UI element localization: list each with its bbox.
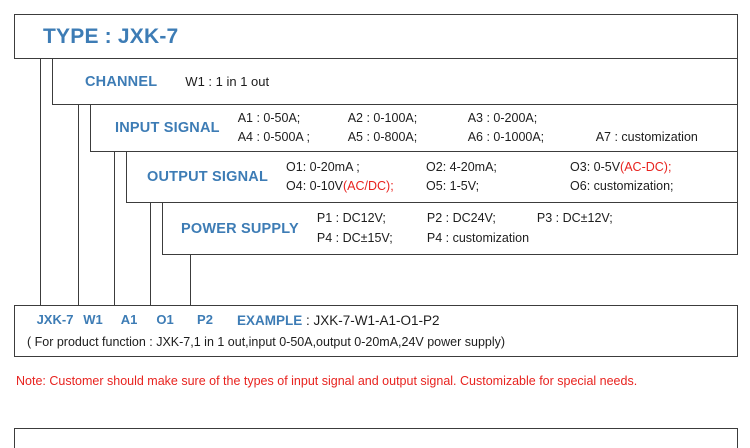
example-value: : JXK-7-W1-A1-O1-P2 (306, 313, 440, 328)
example-label: EXAMPLE (237, 313, 303, 328)
type-box: TYPE : JXK-7 (14, 14, 738, 59)
example-line: EXAMPLE : JXK-7-W1-A1-O1-P2 (237, 313, 440, 328)
output-signal-label: OUTPUT SIGNAL (147, 169, 269, 185)
code-segment-p2: P2 (197, 312, 213, 327)
input-option: A2 : 0-100A; (347, 110, 418, 125)
power-option: P4 : DC±15V; (316, 230, 393, 245)
input-option: A3 : 0-200A; (467, 110, 538, 125)
channel-value: W1 : 1 in 1 out (185, 74, 270, 89)
product-function-note: ( For product function : JXK-7,1 in 1 ou… (27, 335, 506, 349)
code-segment-row: JXK-7 W1 A1 O1 P2 (15, 312, 737, 334)
power-supply-label: POWER SUPPLY (181, 220, 299, 237)
output-option: O4: 0-10V(AC/DC); (286, 179, 394, 193)
input-signal-row-1: A1 : 0-50A; A2 : 0-100A; A3 : 0-200A; (238, 109, 698, 128)
output-option: O2: 4-20mA; (426, 159, 497, 174)
power-supply-row-2: P4 : DC±15V; P4 : customization (317, 229, 613, 248)
output-option: O1: 0-20mA ; (286, 159, 360, 174)
output-signal-row-2: O4: 0-10V(AC/DC); O5: 1-5V; O6: customiz… (286, 177, 674, 196)
power-supply-options: P1 : DC12V; P2 : DC24V; P3 : DC±12V; P4 … (317, 209, 613, 248)
leader-type (40, 58, 41, 306)
power-option: P4 : customization (426, 230, 530, 245)
code-segment-w1: W1 (83, 312, 103, 327)
output-option: O5: 1-5V; (426, 179, 480, 193)
input-signal-label: INPUT SIGNAL (115, 120, 220, 136)
output-signal-options: O1: 0-20mA ; O2: 4-20mA; O3: 0-5V(AC-DC)… (286, 158, 674, 197)
input-signal-row-2: A4 : 0-500A ; A5 : 0-800A; A6 : 0-1000A;… (238, 128, 698, 147)
power-option: P3 : DC±12V; (536, 211, 613, 226)
input-option: A4 : 0-500A ; (237, 130, 310, 144)
input-signal-box: INPUT SIGNAL A1 : 0-50A; A2 : 0-100A; A3… (90, 104, 738, 152)
code-segment-a1: A1 (120, 312, 138, 327)
input-option: A1 : 0-50A; (237, 110, 301, 125)
channel-label: CHANNEL (85, 73, 158, 90)
input-option: A5 : 0-800A; (347, 130, 418, 144)
leader-input-signal (114, 104, 115, 306)
power-supply-box: POWER SUPPLY P1 : DC12V; P2 : DC24V; P3 … (162, 202, 738, 255)
output-signal-box: OUTPUT SIGNAL O1: 0-20mA ; O2: 4-20mA; O… (126, 151, 738, 203)
power-supply-row-1: P1 : DC12V; P2 : DC24V; P3 : DC±12V; (317, 209, 613, 228)
code-segment-o1: O1 (156, 312, 174, 327)
output-option: O6: customization; (570, 179, 674, 193)
bottom-frame (14, 428, 738, 448)
customer-note: Note: Customer should make sure of the t… (16, 374, 638, 388)
power-option: P2 : DC24V; (426, 211, 496, 226)
input-signal-options: A1 : 0-50A; A2 : 0-100A; A3 : 0-200A; A4… (238, 109, 698, 148)
power-option: P1 : DC12V; (316, 211, 386, 226)
input-option: A6 : 0-1000A; (467, 130, 545, 144)
summary-box: JXK-7 W1 A1 O1 P2 EXAMPLE : JXK-7-W1-A1-O1-P… (14, 305, 738, 357)
input-option: A7 : customization (595, 130, 698, 144)
leader-channel (78, 58, 79, 306)
output-signal-row-1: O1: 0-20mA ; O2: 4-20mA; O3: 0-5V(AC-DC)… (286, 158, 674, 177)
channel-box: CHANNEL W1 : 1 in 1 out (52, 58, 738, 105)
leader-output-signal (150, 151, 151, 306)
code-segment-jxk-7: JXK-7 (36, 312, 74, 327)
output-option: O3: 0-5V(AC-DC); (570, 159, 672, 174)
page-title: TYPE : JXK-7 (43, 24, 179, 48)
